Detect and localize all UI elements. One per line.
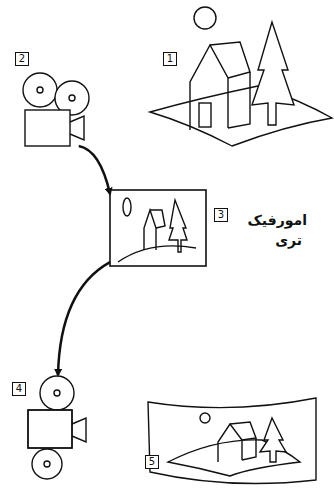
flow-arrow (58, 262, 110, 375)
callout-number: 2 (15, 52, 29, 66)
squeezed-frame (110, 190, 206, 266)
illustration-region: 2 (15, 50, 90, 150)
caption-text: تری (275, 232, 302, 248)
callout-number: 5 (145, 455, 159, 469)
callout-number: 4 (12, 382, 26, 396)
callout-number: 1 (163, 52, 177, 66)
flow-arrow (79, 146, 110, 194)
caption-text: امورفیک (247, 212, 307, 228)
illustration-region: 1 (150, 20, 334, 150)
illustration-region: 3 (110, 190, 206, 266)
curved-screen (148, 398, 316, 484)
scene (150, 7, 332, 146)
callout-number: 3 (214, 208, 228, 222)
camera (23, 73, 89, 146)
projector (28, 376, 86, 479)
illustration-region: 4 (10, 375, 90, 480)
illustration-region: 5 (145, 398, 317, 482)
